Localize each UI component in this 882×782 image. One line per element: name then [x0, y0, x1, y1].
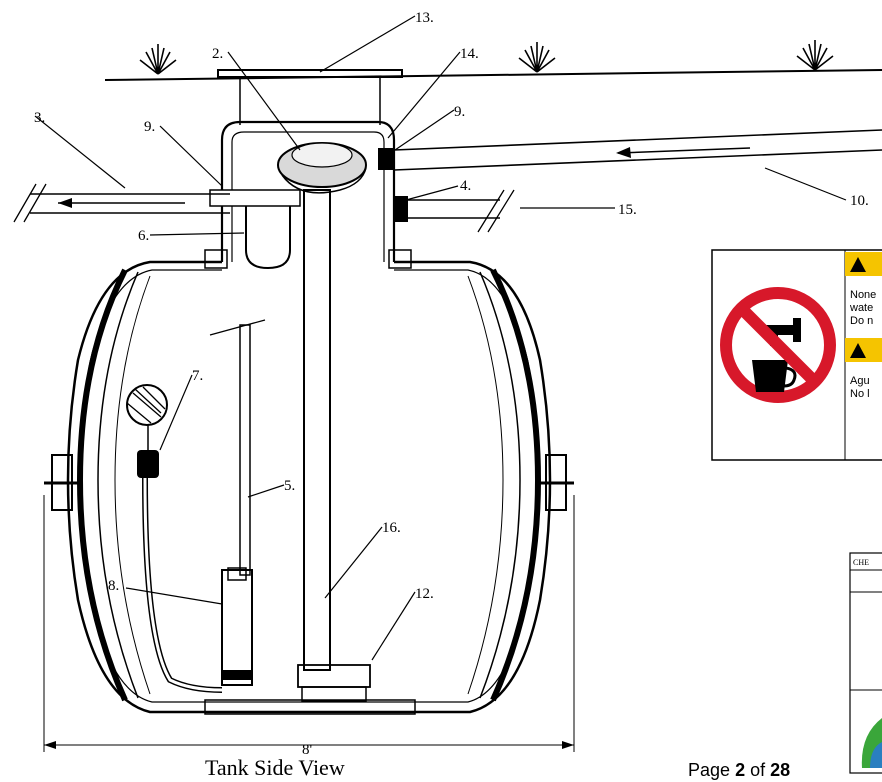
flow-arrow [617, 147, 751, 154]
callout-10: 10. [850, 193, 869, 209]
title-block-label: CHE [853, 558, 869, 567]
pump [221, 569, 253, 686]
callout-6: 6. [138, 228, 149, 244]
warning-triangle-icon [850, 257, 866, 272]
sign-line-4: Agu [850, 375, 870, 387]
ground-line [104, 69, 882, 81]
inlet-tee [245, 200, 291, 270]
title-block: CHE [849, 552, 882, 774]
callout-leaders [34, 15, 847, 661]
page-total: 28 [770, 760, 791, 780]
grass-icon [518, 42, 556, 73]
grass-icon [139, 44, 177, 75]
callout-16: 16. [382, 520, 401, 536]
page-of: of [750, 760, 766, 780]
sign-line-2: wate [849, 302, 873, 314]
sign-line-5: No l [850, 388, 870, 400]
page-current: 2 [735, 760, 746, 780]
callout-14: 14. [460, 46, 479, 62]
callout-8: 8. [108, 578, 119, 594]
callout-12: 12. [415, 586, 434, 602]
page-number: Page 2 of 28 [688, 760, 790, 781]
width-dimension-label: 8' [302, 742, 313, 758]
callout-5: 5. [284, 478, 295, 494]
callout-4: 4. [460, 178, 471, 194]
callout-13: 13. [415, 10, 434, 26]
callout-2: 2. [212, 46, 223, 62]
riser-lid [217, 69, 403, 78]
page-prefix: Page [688, 760, 731, 780]
sign-line-1: None [850, 289, 876, 301]
callout-3: 3. [34, 110, 45, 126]
tank-body [66, 260, 552, 714]
non-potable-water-sign: None wate Do n Agu No l [711, 249, 882, 461]
discharge-pipe [303, 189, 331, 671]
warning-triangle-icon [850, 343, 866, 358]
callout-9-right: 9. [454, 104, 465, 120]
figure-caption: Tank Side View [205, 755, 345, 780]
grass-icon [796, 40, 834, 71]
callout-9-left: 9. [144, 119, 155, 135]
callout-15: 15. [618, 202, 637, 218]
sign-line-3: Do n [850, 315, 873, 327]
callout-7: 7. [192, 368, 203, 384]
